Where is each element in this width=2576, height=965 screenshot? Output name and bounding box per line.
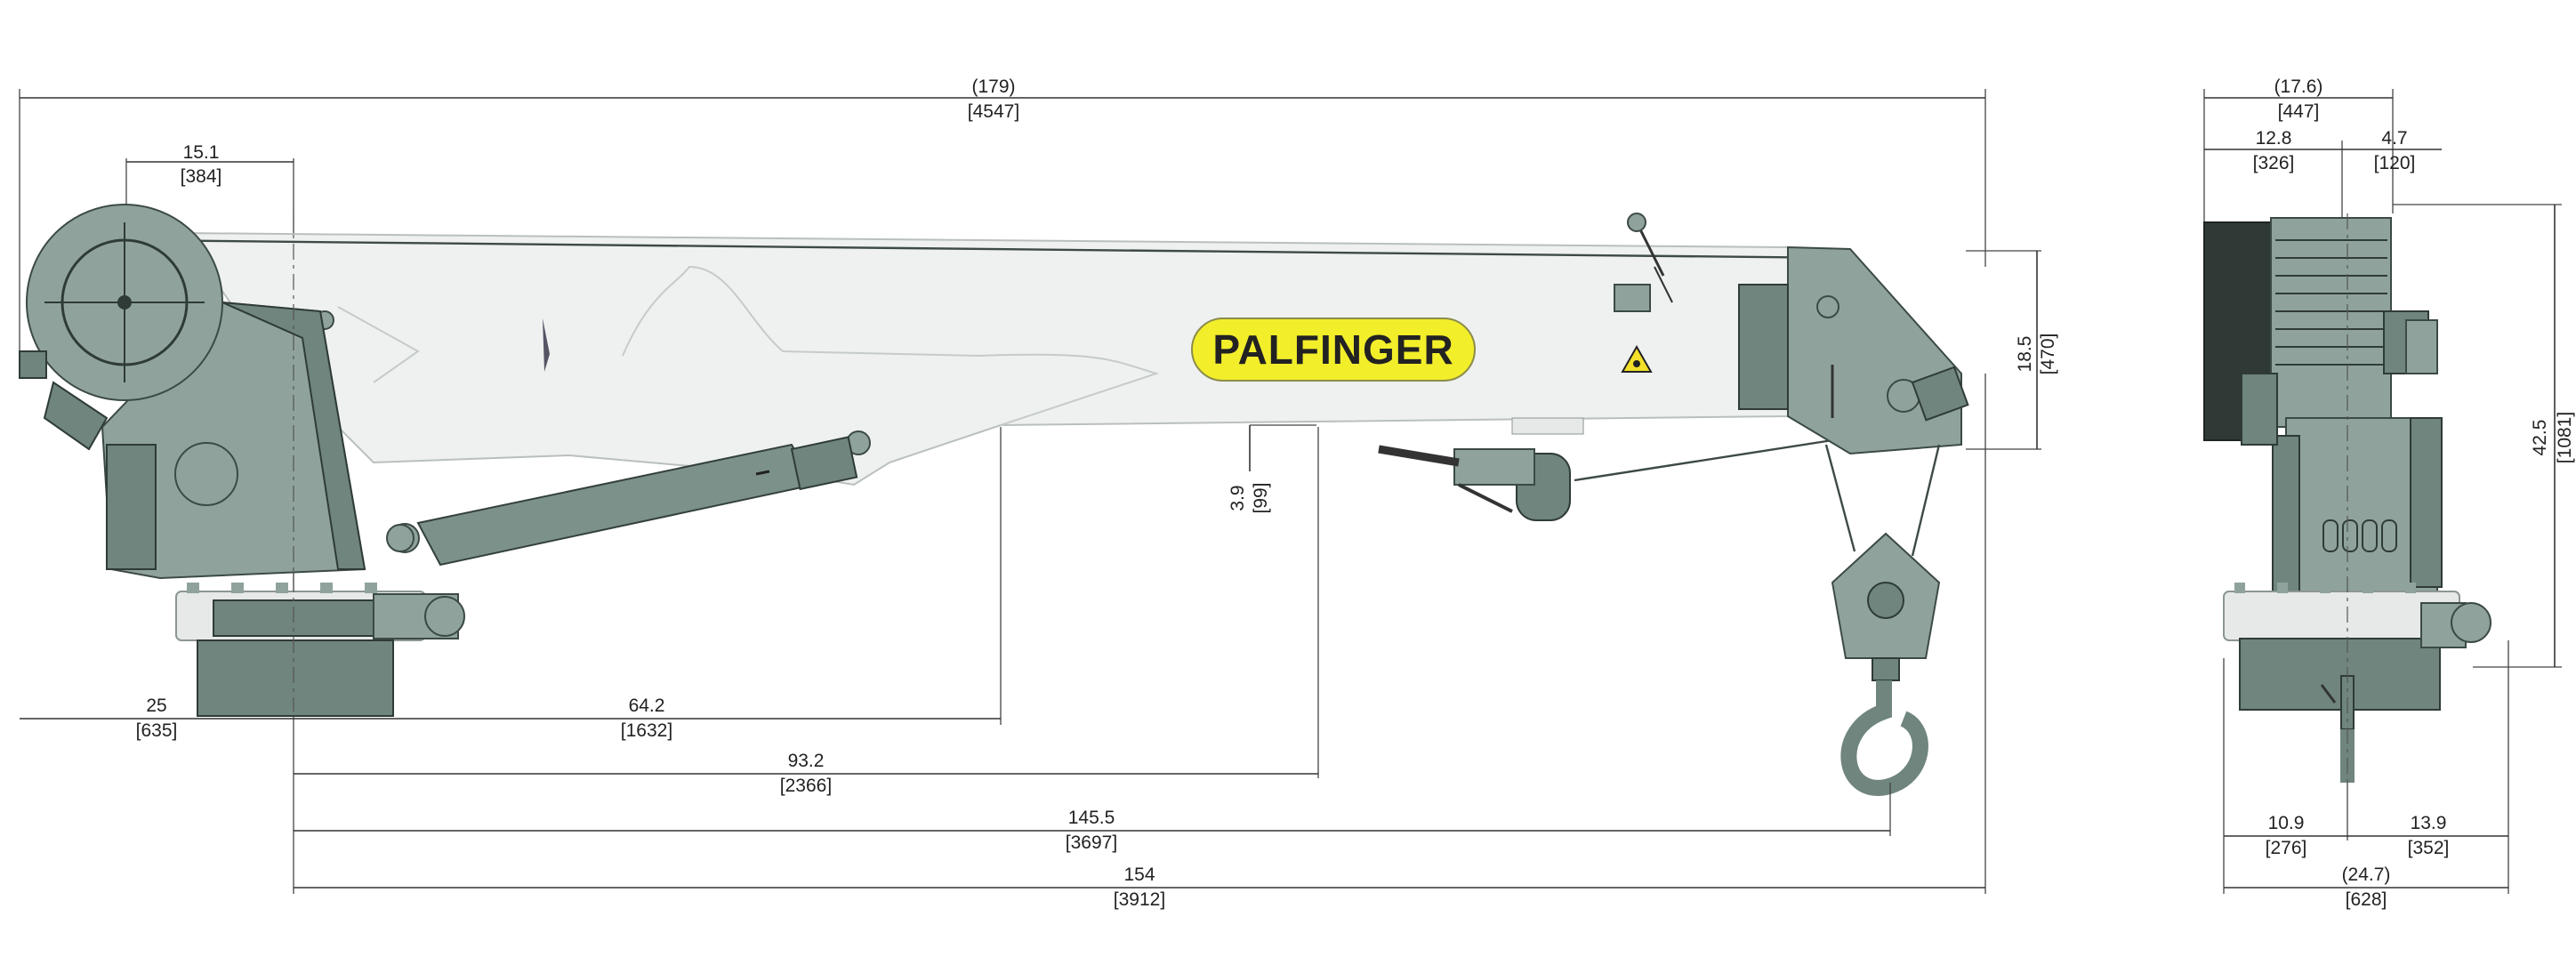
dim-cylinder-reach-mm: [1632] (621, 720, 672, 741)
dim-winch-width-mm: [326] (2253, 153, 2295, 173)
dim-total-height-in: 42.5 (2530, 420, 2550, 456)
side-view: (179) [4547] 15.1 [384] PALFINGER (19, 76, 2058, 910)
front-view: (17.6) [447] 12.8 [326] 4.7 [120] (2203, 76, 2575, 910)
dim-slew-offset-in: 15.1 (183, 142, 220, 163)
dim-base-width-mm: [628] (2346, 889, 2387, 910)
dim-boom-height-in: 18.5 (2015, 336, 2035, 373)
warning-triangle-icon (1621, 344, 1653, 373)
dim-slew-offset-mm: [384] (181, 166, 222, 187)
dim-overall-length-in: (179) (971, 76, 1015, 97)
dim-hook-reach-in: 145.5 (1068, 808, 1115, 828)
logo-text: PALFINGER (1212, 326, 1453, 373)
dim-pivot-reach-in: 93.2 (788, 751, 825, 771)
boom-arm (181, 231, 1789, 487)
dim-boom-height-mm: [470] (2038, 334, 2058, 375)
dim-base-left-mm: [276] (2266, 838, 2307, 858)
dim-drop-mm: [99] (1251, 482, 1271, 513)
rope-fitting (1378, 417, 1584, 521)
dim-side-offset-in: 4.7 (2381, 128, 2407, 149)
dim-hook-reach-mm: [3697] (1066, 832, 1117, 853)
front-housing (2203, 217, 2443, 592)
hook-icon (1840, 680, 1928, 796)
dim-base-width-in: (24.7) (2342, 864, 2391, 885)
front-slew-ring (2223, 583, 2491, 711)
dim-winch-width-in: 12.8 (2256, 128, 2292, 149)
dim-base-right-in: 13.9 (2411, 813, 2447, 833)
dim-pivot-reach-mm: [2366] (780, 776, 832, 796)
slew-ring (175, 583, 465, 717)
dim-overall-length-mm: [4547] (968, 101, 1019, 122)
dim-side-offset-mm: [120] (2374, 153, 2416, 173)
dim-top-width-mm: [447] (2278, 101, 2320, 122)
boom-tip-head (1738, 245, 1969, 455)
palfinger-logo: PALFINGER (1191, 318, 1476, 382)
dim-rear-to-slew-mm: [635] (136, 720, 178, 741)
hook-block (1824, 444, 1941, 796)
dim-base-right-mm: [352] (2408, 838, 2450, 858)
dim-max-reach-mm: [3912] (1114, 889, 1165, 910)
tip-fitting (1614, 213, 1673, 312)
dim-max-reach-in: 154 (1123, 864, 1155, 885)
dim-drop-in: 3.9 (1228, 485, 1248, 511)
dim-base-left-in: 10.9 (2268, 813, 2305, 833)
winch-drum (19, 204, 223, 451)
dim-cylinder-reach-in: 64.2 (629, 696, 665, 716)
dim-total-height-mm: [1081] (2555, 412, 2575, 463)
dim-top-width-in: (17.6) (2274, 76, 2323, 97)
dim-rear-to-slew-in: 25 (146, 696, 166, 716)
